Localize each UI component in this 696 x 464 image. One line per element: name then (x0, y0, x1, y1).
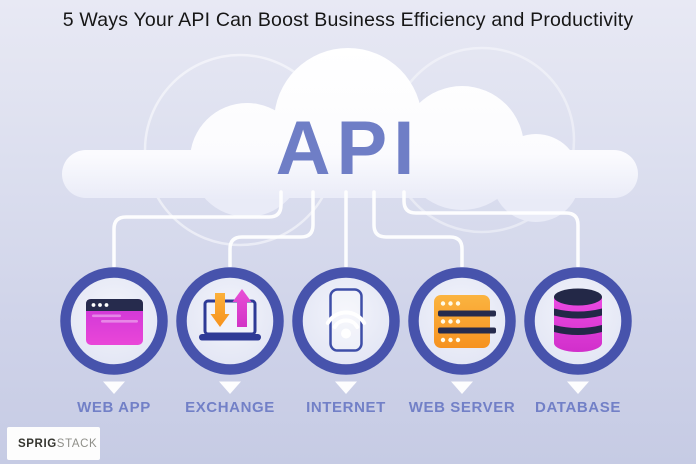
connector-line-database (402, 190, 580, 268)
down-arrow-markers (103, 381, 589, 394)
connector-line-web-server (372, 190, 464, 268)
down-arrow-marker (335, 381, 357, 394)
brand-logo: SPRIGSTACK (7, 427, 100, 460)
laptop-exchange-icon (199, 289, 261, 341)
download-arrow-icon (210, 293, 230, 327)
api-cloud: API (62, 46, 638, 247)
node-label-database: DATABASE (535, 399, 621, 416)
connector-line-web-app (112, 190, 283, 268)
api-cloud-label: API (276, 106, 421, 191)
node-label-internet: INTERNET (306, 399, 386, 416)
phone-wifi-icon (325, 288, 367, 352)
browser-window-icon (86, 299, 143, 345)
down-arrow-marker (451, 381, 473, 394)
brand-name: SPRIGSTACK (18, 438, 97, 450)
down-arrow-marker (103, 381, 125, 394)
database-cylinder-icon (554, 288, 602, 352)
connector-line-exchange (228, 190, 315, 268)
node-label-web-app: WEB APP (77, 399, 151, 416)
down-arrow-marker (219, 381, 241, 394)
server-rack-icon (434, 295, 496, 348)
node-label-exchange: EXCHANGE (185, 399, 275, 416)
page-title: 5 Ways Your API Can Boost Business Effic… (62, 9, 634, 31)
brand-name-light: STACK (56, 437, 98, 450)
upload-arrow-icon (232, 289, 252, 327)
down-arrow-marker (567, 381, 589, 394)
brand-name-bold: SPRIG (18, 437, 57, 450)
node-label-web-server: WEB SERVER (408, 399, 516, 416)
connector-lines (112, 190, 580, 268)
